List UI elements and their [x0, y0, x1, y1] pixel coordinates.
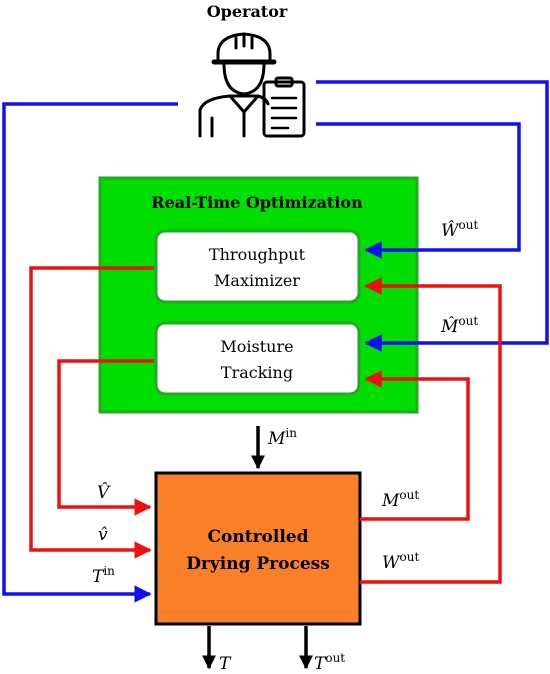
v-hat-upper-signal-line: [57, 359, 154, 516]
t-label: T: [219, 654, 232, 674]
operator-icon: [198, 32, 306, 138]
v-hat-lower-label: v̂: [98, 525, 108, 545]
moisture-tracking-box: [154, 321, 361, 396]
t-out-label: Tout: [314, 651, 345, 674]
throughput-maximizer-box: [154, 229, 361, 304]
t-in-signal-line: [2, 102, 178, 603]
moisture-label-line1: Moisture: [220, 337, 293, 356]
v-hat-upper-label: V̂: [97, 483, 111, 503]
m-out-label: Mout: [381, 488, 419, 511]
drying-process-block: [154, 471, 362, 626]
m-out-signal-line: [360, 370, 470, 521]
m-in-label: Min: [267, 426, 297, 449]
m-hat-out-label: M̂out: [440, 314, 478, 337]
operator-label: Operator: [207, 2, 288, 21]
rto-title: Real-Time Optimization: [151, 193, 363, 212]
process-label-line1: Controlled: [208, 527, 309, 547]
throughput-label-line1: Throughput: [209, 245, 306, 264]
w-out-label: Wout: [382, 550, 419, 573]
throughput-label-line2: Maximizer: [214, 271, 300, 290]
w-out-signal-line: [360, 277, 502, 584]
t-in-label: Tin: [92, 564, 115, 587]
v-hat-lower-signal-line: [29, 266, 154, 559]
w-hat-out-signal-line: [316, 122, 521, 259]
m-hat-out-signal-line: [316, 80, 549, 352]
moisture-label-line2: Tracking: [221, 363, 293, 382]
w-hat-out-label: Ŵout: [441, 218, 478, 241]
process-label-line2: Drying Process: [186, 554, 330, 574]
